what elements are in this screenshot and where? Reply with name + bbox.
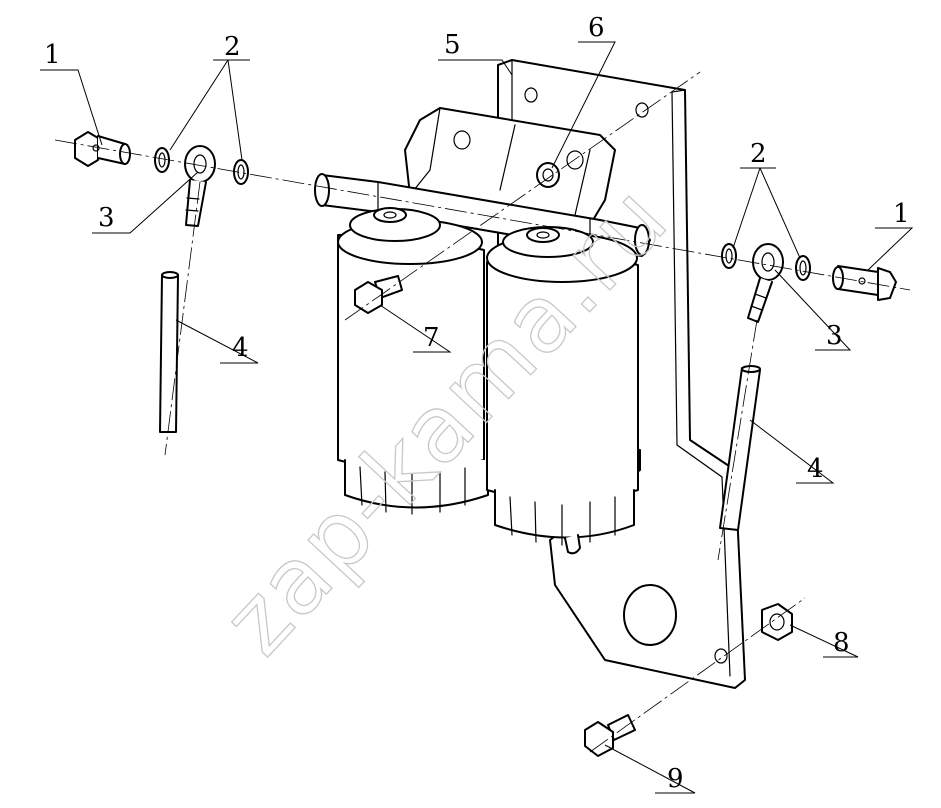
- axis-lines: [54, 71, 911, 753]
- banjo-fitting-right: [747, 243, 784, 323]
- callout-6: 6: [588, 13, 605, 43]
- banjo-bolt-left: [74, 131, 131, 167]
- callout-3-left: 3: [98, 203, 115, 233]
- callout-1-right: 1: [893, 199, 910, 229]
- callout-3-right: 3: [826, 321, 843, 351]
- washer-part-6: [536, 162, 560, 188]
- sealing-washer-left-b: [233, 159, 249, 185]
- sealing-washer-right-a: [721, 243, 737, 269]
- callout-5: 5: [444, 30, 461, 60]
- callout-4-right: 4: [807, 454, 824, 484]
- banjo-bolt-right: [832, 265, 897, 301]
- callout-2-left: 2: [224, 32, 241, 62]
- bolt-part-7: [354, 275, 403, 314]
- callout-2-right: 2: [750, 139, 767, 169]
- callout-1-left: 1: [44, 40, 61, 70]
- banjo-fitting-left: [184, 145, 216, 227]
- nut-part-8: [761, 603, 793, 641]
- callout-8: 8: [833, 628, 850, 658]
- fuel-tube-right: [719, 365, 761, 531]
- fuel-filter-right: [486, 226, 639, 555]
- fuel-tube-left: [159, 271, 179, 433]
- sealing-washer-right-b: [795, 255, 811, 281]
- leader-lines: [40, 41, 914, 794]
- bolt-part-9: [584, 714, 636, 757]
- callout-7: 7: [423, 323, 440, 353]
- callout-labels: 1 2 3 4 5 6 7 2 1 3 4 8 9: [44, 13, 910, 794]
- callout-4-left: 4: [232, 333, 249, 363]
- callout-9: 9: [667, 764, 684, 794]
